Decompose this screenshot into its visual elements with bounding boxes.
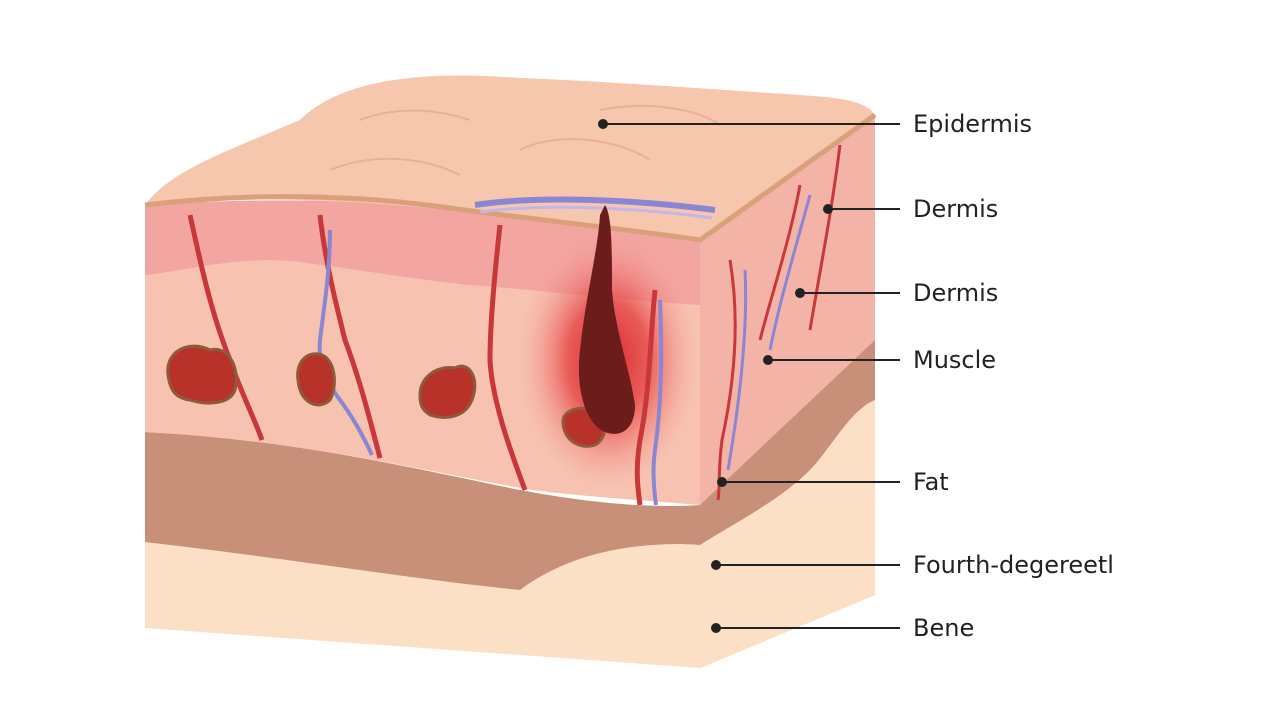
label-epidermis: Epidermis xyxy=(913,110,1033,138)
side-fat xyxy=(700,340,875,545)
epidermis-edge xyxy=(144,112,877,243)
label-dermis: Dermis xyxy=(913,195,999,223)
label-fat: Fat xyxy=(913,468,949,496)
label-dermis-lower: Dermis xyxy=(913,279,999,307)
label-fourth-degree: Fourth-degereetl xyxy=(913,551,1114,579)
leader-lines xyxy=(598,119,900,633)
fat-band xyxy=(145,432,700,590)
label-bone: Bene xyxy=(913,614,975,642)
hair-shaft xyxy=(578,205,635,434)
side-bottom xyxy=(700,400,875,668)
bottom-pale-layer xyxy=(145,540,700,668)
label-muscle: Muscle xyxy=(913,346,997,374)
